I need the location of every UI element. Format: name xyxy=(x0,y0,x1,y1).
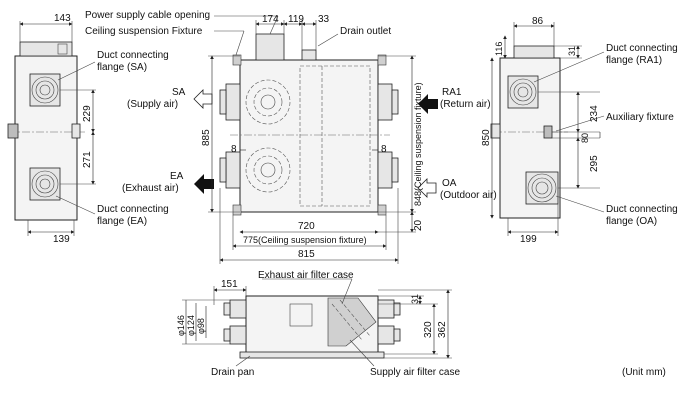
callout-drain-pan: Drain pan xyxy=(211,367,254,378)
right-upper-height-dim: 234 xyxy=(589,105,600,122)
callout-exhaust-air-filter-case: Exhaust air filter case xyxy=(258,270,354,281)
right-side-view: 86 116 31 850 234 80 295 199 Duct connec… xyxy=(481,16,678,245)
right-overall-height-dim: 850 xyxy=(481,129,492,146)
airflow-sa-label: SA xyxy=(172,87,186,98)
front-inner-height-dim: 320 xyxy=(423,321,434,338)
top-dim-b: 119 xyxy=(288,14,304,25)
top-suspension-height-dim: 848(Ceiling suspension fixture) xyxy=(413,82,423,206)
right-bottom-width-dim: 199 xyxy=(520,234,537,245)
right-aux-height-dim: 80 xyxy=(580,133,590,143)
callout-power-supply-cable-opening: Power supply cable opening xyxy=(85,10,210,21)
front-view: Exhaust air filter case Drain pan Supply… xyxy=(176,270,460,378)
airflow-ea-desc: (Exhaust air) xyxy=(122,183,179,194)
flange-sa-label-1: Duct connecting xyxy=(97,50,169,61)
callout-supply-air-filter-case: Supply air filter case xyxy=(370,367,460,378)
top-dim-a: 174 xyxy=(262,14,279,25)
flange-ea-label-1: Duct connecting xyxy=(97,204,169,215)
left-lower-height-dim: 271 xyxy=(82,151,93,168)
top-overall-width-dim: 815 xyxy=(298,249,315,260)
flange-ea-label-2: flange (EA) xyxy=(97,216,147,227)
callout-ceiling-suspension-fixture: Ceiling suspension Fixture xyxy=(85,26,203,37)
airflow-ra1-label: RA1 xyxy=(442,87,462,98)
top-view: Power supply cable opening Ceiling suspe… xyxy=(85,10,497,264)
top-bottom-gap-dim: 20 xyxy=(413,219,424,231)
airflow-ra1-desc: (Return air) xyxy=(440,99,491,110)
front-dia-mid-dim: φ124 xyxy=(186,315,196,336)
right-top-offset-dim: 116 xyxy=(494,42,504,56)
airflow-oa-label: OA xyxy=(442,178,457,189)
right-lower-height-dim: 295 xyxy=(589,155,600,172)
front-top-gap-dim: 31 xyxy=(410,294,420,304)
flange-sa-label-2: flange (SA) xyxy=(97,62,147,73)
top-left-gap-dim: 8 xyxy=(231,144,237,155)
top-dim-c: 33 xyxy=(318,14,330,25)
flange-oa-label-1: Duct connecting xyxy=(606,204,678,215)
callout-drain-outlet: Drain outlet xyxy=(340,26,391,37)
flange-oa-label-2: flange (OA) xyxy=(606,216,657,227)
unit-note: (Unit mm) xyxy=(622,367,666,378)
top-body-width-dim: 720 xyxy=(298,221,315,232)
top-right-gap-dim: 8 xyxy=(381,144,387,155)
top-overall-height-dim: 885 xyxy=(201,129,212,146)
flange-ra1-label-2: flange (RA1) xyxy=(606,55,662,66)
front-overall-height-dim: 362 xyxy=(437,321,448,338)
flange-ra1-label-1: Duct connecting xyxy=(606,43,678,54)
front-flange-length-dim: 151 xyxy=(221,279,238,290)
left-side-view: 143 229 271 139 Duct connecting flange (… xyxy=(7,13,169,245)
right-top-gap-dim: 31 xyxy=(567,46,577,56)
airflow-ea-label: EA xyxy=(170,171,184,182)
airflow-oa-desc: (Outdoor air) xyxy=(440,190,497,201)
left-top-width-dim: 143 xyxy=(54,13,71,24)
front-dia-outer-dim: φ146 xyxy=(176,315,186,336)
top-suspension-width-dim: 775(Ceiling suspension fixture) xyxy=(243,235,367,245)
left-upper-height-dim: 229 xyxy=(82,105,93,122)
callout-auxiliary-fixture: Auxiliary fixture xyxy=(606,112,674,123)
left-bottom-width-dim: 139 xyxy=(53,234,70,245)
front-dia-inner-dim: φ98 xyxy=(196,318,206,334)
airflow-sa-desc: (Supply air) xyxy=(127,99,178,110)
right-top-width-dim: 86 xyxy=(532,16,544,27)
